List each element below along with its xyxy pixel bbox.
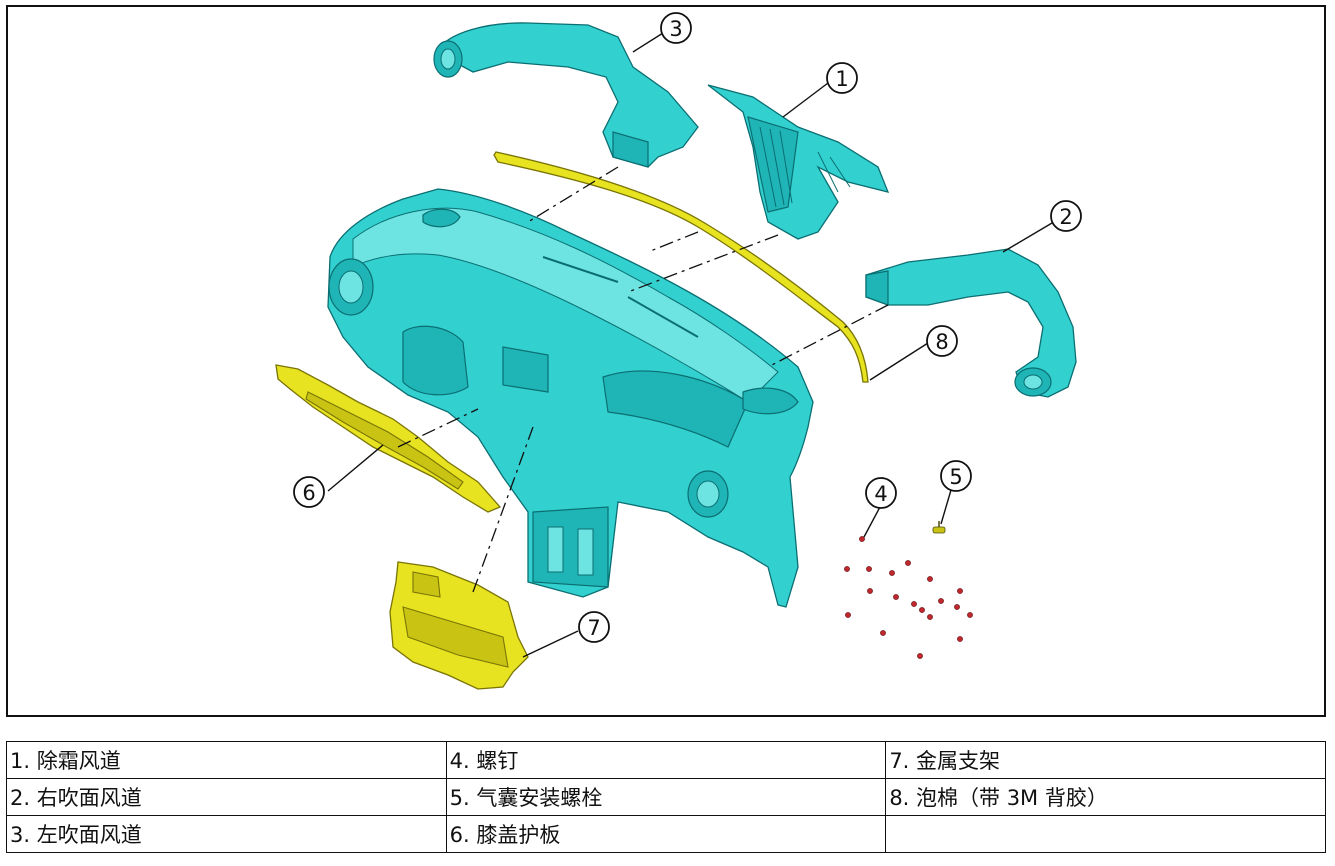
callout-4-number: 4 (874, 482, 887, 506)
callout-8: 8 (926, 325, 958, 357)
defroster-duct (707, 84, 890, 240)
legend-row: 1. 除霜风道 4. 螺钉 7. 金属支架 (6, 741, 1326, 779)
right-face-air-duct (865, 248, 1077, 398)
parts-legend-table: 1. 除霜风道 4. 螺钉 7. 金属支架 2. 右吹面风道 5. 气囊安装螺栓… (6, 741, 1326, 853)
left-face-air-duct (433, 22, 699, 168)
instrument-panel (327, 188, 814, 608)
legend-cell-empty (885, 815, 1326, 853)
legend-row: 2. 右吹面风道 5. 气囊安装螺栓 8. 泡棉（带 3M 背胶） (6, 778, 1326, 816)
callout-3: 3 (660, 12, 692, 44)
legend-cell: 8. 泡棉（带 3M 背胶） (885, 778, 1326, 816)
diagram-frame: 1 2 3 4 5 6 7 8 (6, 5, 1326, 717)
callout-6-number: 6 (302, 481, 315, 505)
airbag-bolt (932, 521, 946, 534)
callout-1: 1 (826, 62, 858, 94)
legend-row: 3. 左吹面风道 6. 膝盖护板 (6, 815, 1326, 853)
callout-8-number: 8 (935, 330, 948, 354)
callout-1-number: 1 (835, 67, 848, 91)
knee-guard (275, 364, 502, 513)
legend-cell: 5. 气囊安装螺栓 (445, 778, 887, 816)
callout-2-number: 2 (1059, 205, 1072, 229)
legend-cell: 3. 左吹面风道 (6, 815, 447, 853)
callout-7: 7 (578, 611, 610, 643)
legend-cell: 4. 螺钉 (445, 741, 887, 779)
legend-cell: 6. 膝盖护板 (445, 815, 887, 853)
callout-3-number: 3 (669, 17, 682, 41)
metal-bracket (389, 561, 529, 690)
legend-cell: 2. 右吹面风道 (6, 778, 447, 816)
callout-5: 5 (940, 460, 972, 492)
legend-cell: 7. 金属支架 (885, 741, 1326, 779)
foam-strip (493, 151, 869, 383)
callout-7-number: 7 (587, 616, 600, 640)
leader-lines (327, 32, 1053, 658)
legend-cell: 1. 除霜风道 (6, 741, 447, 779)
assembly-lines (397, 166, 889, 593)
screws (844, 536, 973, 659)
callout-2: 2 (1050, 200, 1082, 232)
callout-6: 6 (293, 476, 325, 508)
callout-4: 4 (865, 477, 897, 509)
exploded-parts-diagram: 1 2 3 4 5 6 7 8 (275, 12, 1082, 690)
callout-5-number: 5 (949, 465, 962, 489)
